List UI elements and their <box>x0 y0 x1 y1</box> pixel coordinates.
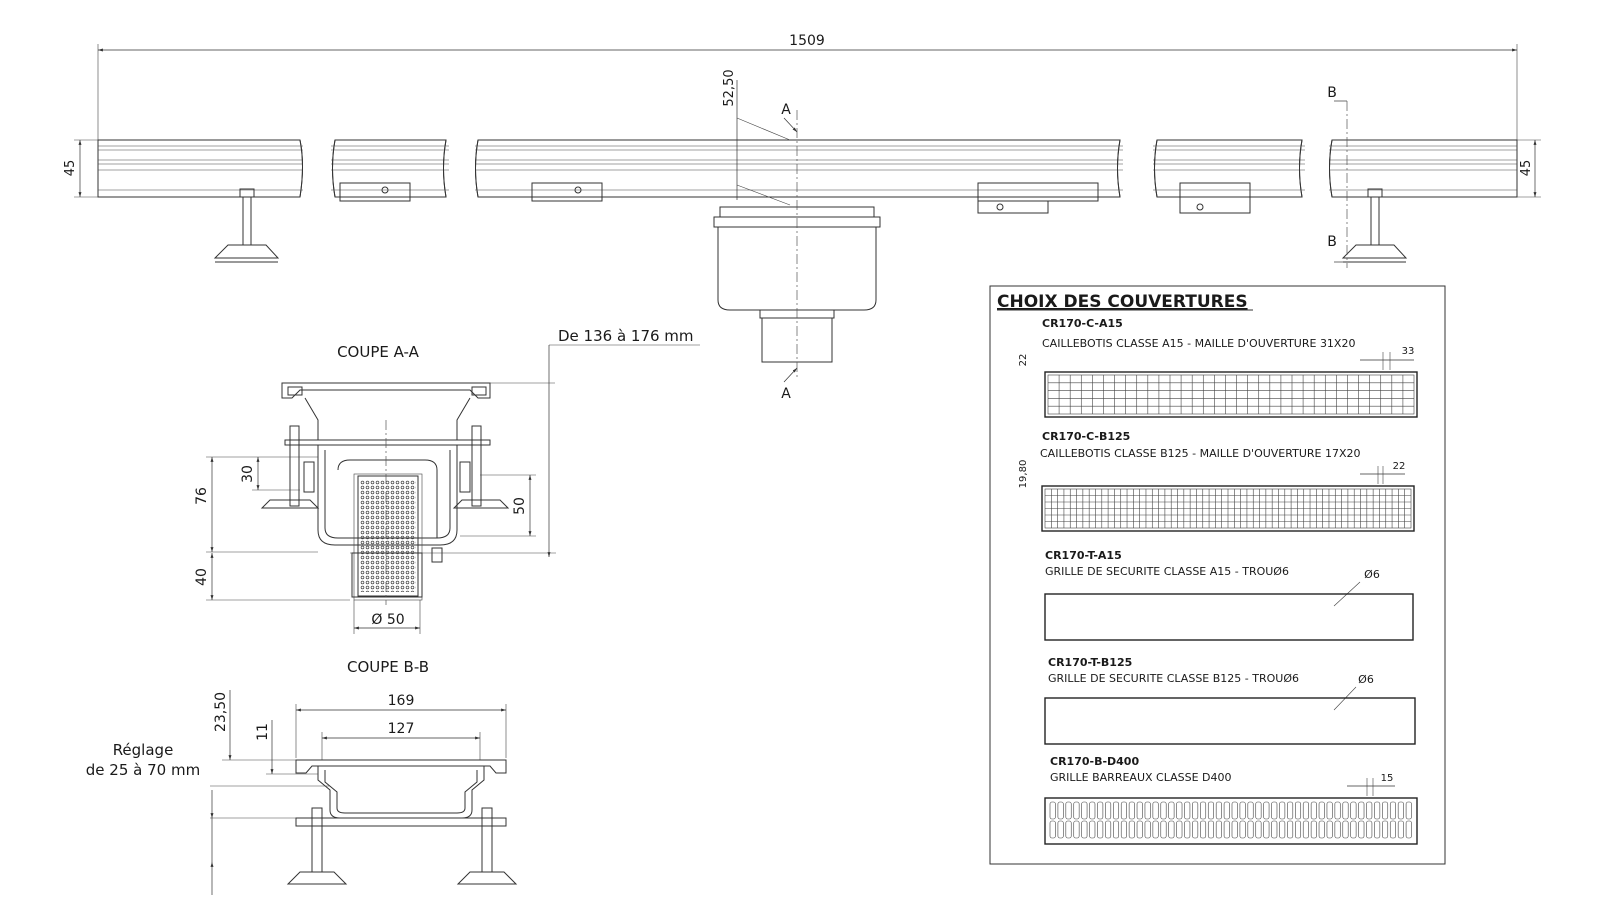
cover-dim-top-4: Ø6 <box>1358 673 1374 686</box>
coupe-aa-title: COUPE A-A <box>337 343 420 361</box>
section-a-top-label: A <box>781 102 791 118</box>
coupe-aa-dim-diameter: Ø 50 <box>371 612 404 628</box>
coupe-aa-dim-30: 30 <box>240 465 256 483</box>
adjustable-foot-right <box>1341 188 1408 263</box>
cover-item-3: CR170-T-A15 GRILLE DE SECURITE CLASSE A1… <box>1044 549 1414 641</box>
coupe-aa-range-label: De 136 à 176 mm <box>558 327 694 345</box>
cover-item-4: CR170-T-B125 GRILLE DE SECURITE CLASSE B… <box>1044 656 1416 745</box>
cover-code-2: CR170-C-B125 <box>1042 430 1130 443</box>
channel-segments <box>97 135 1518 205</box>
coupe-aa-dim-76: 76 <box>194 487 210 505</box>
section-b-top-label: B <box>1327 85 1337 101</box>
cover-dim-top-2: 22 <box>1393 461 1406 472</box>
coupe-aa-dim-50: 50 <box>512 497 528 515</box>
reglage-line-2: de 25 à 70 mm <box>86 761 200 779</box>
reglage-line-1: Réglage <box>113 741 174 759</box>
section-a-a: COUPE A-A De 136 à 176 mm <box>194 327 700 634</box>
grate1-mesh <box>1047 374 1415 415</box>
cover-desc-4: GRILLE DE SECURITE CLASSE B125 - TROUØ6 <box>1048 672 1299 685</box>
coupe-bb-dim-127: 127 <box>388 721 415 737</box>
coupe-bb-dim-169: 169 <box>388 693 415 709</box>
cover-code-5: CR170-B-D400 <box>1050 755 1139 768</box>
cover-grate-3 <box>1044 593 1414 641</box>
cover-dim-top-3: Ø6 <box>1364 568 1380 581</box>
cover-dim-top-1: 33 <box>1402 346 1415 357</box>
cover-item-1: CR170-C-A15 CAILLEBOTIS CLASSE A15 - MAI… <box>1018 317 1418 418</box>
adjustable-foot-left <box>213 188 280 263</box>
cover-desc-3: GRILLE DE SECURITE CLASSE A15 - TROUØ6 <box>1045 565 1289 578</box>
cover-code-4: CR170-T-B125 <box>1048 656 1132 669</box>
height-right-label: 45 <box>1519 160 1534 177</box>
cover-code-3: CR170-T-A15 <box>1045 549 1122 562</box>
outlet-pot <box>713 206 881 363</box>
channel-clips <box>339 182 1251 214</box>
overall-length-label: 1509 <box>789 33 825 49</box>
cover-item-2: CR170-C-B125 CAILLEBOTIS CLASSE B125 - M… <box>1018 430 1415 532</box>
height-left-label: 45 <box>63 160 78 177</box>
cover-desc-5: GRILLE BARREAUX CLASSE D400 <box>1050 771 1232 784</box>
covers-title: CHOIX DES COUVERTURES <box>997 292 1248 312</box>
section-a-bottom-label: A <box>781 386 791 402</box>
cover-grate-1 <box>1044 371 1418 418</box>
section-b-bottom-label: B <box>1327 234 1337 250</box>
cover-grate-4 <box>1044 697 1416 745</box>
cover-desc-2: CAILLEBOTIS CLASSE B125 - MAILLE D'OUVER… <box>1040 447 1361 460</box>
grate2-mesh <box>1044 488 1412 529</box>
cover-grate-5 <box>1044 797 1418 845</box>
cover-dim-side-2: 19,80 <box>1018 460 1029 489</box>
cover-grate-2 <box>1041 485 1415 532</box>
coupe-bb-dim-11: 11 <box>255 723 271 741</box>
covers-panel: CHOIX DES COUVERTURES CR170-C-A15 CAILLE… <box>989 285 1446 865</box>
coupe-bb-title: COUPE B-B <box>347 658 429 676</box>
cover-item-5: CR170-B-D400 GRILLE BARREAUX CLASSE D400… <box>1044 755 1418 845</box>
grate5-bars <box>1049 801 1412 839</box>
outlet-dim-label: 52,50 <box>722 69 737 106</box>
section-b-b: COUPE B-B 169 127 23,50 11 Réglag <box>86 658 518 895</box>
channel-elevation-view: 1509 <box>63 33 1541 402</box>
covers-panel-frame <box>989 285 1446 865</box>
cover-desc-1: CAILLEBOTIS CLASSE A15 - MAILLE D'OUVERT… <box>1042 337 1355 350</box>
cover-code-1: CR170-C-A15 <box>1042 317 1123 330</box>
cover-dim-top-5: 15 <box>1381 773 1394 784</box>
coupe-bb-dim-23-50: 23,50 <box>213 692 229 732</box>
coupe-aa-dim-40: 40 <box>194 568 210 586</box>
cover-dim-side-1: 22 <box>1018 354 1029 367</box>
